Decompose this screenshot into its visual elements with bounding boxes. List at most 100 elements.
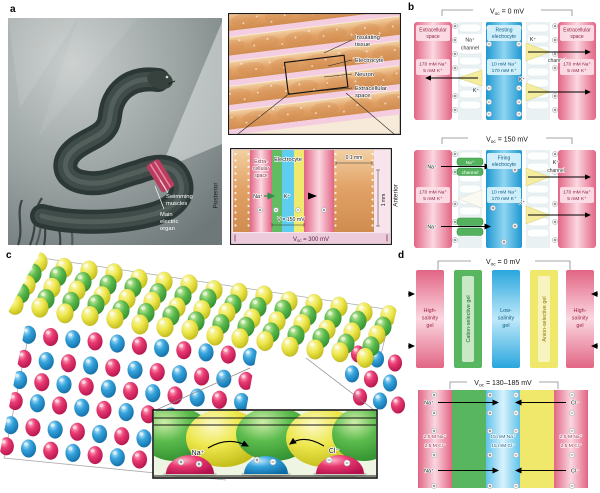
- gel-droplet: [356, 347, 374, 369]
- protein-blob: [526, 34, 550, 44]
- gel-droplet: [31, 297, 49, 318]
- gel-droplet: [25, 418, 41, 437]
- high-salinity-band: [554, 390, 588, 488]
- concentration-label: 170 mM Na⁺: [563, 62, 591, 68]
- electrocyte-layers: [229, 14, 400, 134]
- protein-blob: [526, 195, 550, 205]
- gel-droplet: [231, 327, 249, 349]
- svg-text:channel: channel: [461, 46, 479, 52]
- protein-blob: [526, 67, 550, 77]
- protein-blob: [526, 56, 550, 66]
- membrane-dot: [234, 185, 237, 188]
- na-channel-open: [456, 217, 484, 226]
- na-diffusion-arrow: [207, 440, 249, 449]
- gel-droplet: [51, 396, 68, 415]
- insulating-sheet: [229, 55, 400, 90]
- protein-blob: [458, 23, 482, 33]
- gel-droplet: [0, 437, 15, 456]
- panel-b-label: b: [408, 2, 415, 13]
- protein-blob: [458, 206, 482, 216]
- membrane-dot: [334, 159, 337, 162]
- svg-text:electrocyte: electrocyte: [492, 162, 516, 168]
- svg-text:salinity: salinity: [572, 316, 589, 322]
- eel: [30, 67, 194, 234]
- gel-droplet: [20, 325, 37, 345]
- concentration-label: 15 mM Na⁺: [490, 434, 516, 440]
- anion-selective-band: [520, 390, 554, 488]
- membrane-dot: [247, 198, 250, 201]
- gel-droplet: [114, 426, 130, 446]
- protein-blob: [526, 184, 550, 194]
- svg-text:cellular: cellular: [253, 166, 270, 172]
- svg-text:gel: gel: [576, 323, 583, 329]
- gel-droplet: [82, 356, 99, 375]
- membrane-dot: [334, 172, 337, 175]
- na-ion-label: Na⁺: [253, 194, 263, 200]
- selective-gel-sheet: [6, 252, 398, 369]
- svg-text:space: space: [570, 34, 584, 40]
- membrane-dot: [334, 178, 337, 182]
- electrocyte-layer: [229, 37, 400, 84]
- membrane-dot: [371, 152, 374, 156]
- gel-droplet: [382, 374, 398, 392]
- eel-head: [147, 70, 173, 90]
- membrane-dot: [234, 204, 237, 208]
- gel-droplet: [81, 305, 99, 327]
- cation-selective-label: Cation-selective gel: [466, 295, 472, 342]
- gel-droplet: [3, 415, 19, 435]
- high-salinity-band: [418, 390, 452, 488]
- voc-bar: [232, 233, 390, 243]
- high-salinity-bar: [416, 270, 444, 368]
- k-ion-label: K⁺: [284, 194, 291, 200]
- protein-blob: [526, 228, 550, 238]
- pointer-lines: [237, 39, 395, 135]
- neuron-label: Neuron: [355, 72, 374, 78]
- label-line: [159, 179, 169, 194]
- concentration-label: 2.5 M Na⁺: [560, 434, 583, 440]
- gel-droplet: [131, 450, 148, 469]
- svg-text:gel: gel: [426, 323, 433, 329]
- cation-selective-band: [452, 390, 486, 488]
- gel-droplet: [145, 383, 161, 403]
- hydrogel-arrays: Na⁺ Cl⁻: [0, 252, 406, 481]
- gel-droplet: [156, 316, 174, 338]
- gel-droplet: [216, 369, 232, 388]
- electrocyte-inset: Extra- cellular space Electrocyte Na⁺ K⁺…: [230, 148, 392, 245]
- gel-droplet: [16, 349, 32, 369]
- label-line: [154, 185, 165, 210]
- gel-droplet: [60, 354, 77, 373]
- membrane-dot: [247, 185, 250, 188]
- extracellular-space-label: Extracellular: [419, 28, 447, 34]
- membrane-dot: [371, 211, 374, 214]
- low-salinity-label: Low-: [500, 308, 512, 314]
- na-channel-open: [456, 157, 484, 166]
- gel-droplet: [56, 302, 74, 324]
- svg-text:salinity: salinity: [422, 316, 439, 322]
- membrane-dot: [371, 198, 374, 201]
- electrocyte-label: Electrocyte: [355, 58, 384, 64]
- na-ion-label: Na⁺: [192, 450, 205, 457]
- membrane-dot: [234, 224, 237, 227]
- gel-closeup: Na⁺ Cl⁻: [154, 411, 376, 477]
- gel-droplet: [344, 365, 360, 383]
- gel-droplet: [220, 345, 236, 364]
- insulating-sheet: [229, 104, 400, 134]
- gel-droplet: [20, 439, 37, 458]
- gel-droplet: [106, 308, 124, 329]
- green-gel-droplet: [332, 411, 376, 461]
- svg-text:5 mM K⁺: 5 mM K⁺: [423, 68, 443, 74]
- cell-voltage-label: V = 150 mV: [277, 217, 305, 223]
- svg-text:channel: channel: [462, 170, 479, 176]
- gel-droplet: [238, 371, 254, 391]
- gel-droplet: [122, 381, 139, 401]
- anterior-membrane-band: [294, 150, 304, 232]
- stacked-droplets: [344, 345, 406, 414]
- protein-blob: [458, 56, 482, 66]
- stacking-arrows: [408, 291, 598, 349]
- svg-text:K⁺: K⁺: [519, 77, 525, 83]
- gel-droplet: [56, 375, 72, 394]
- resting-voc-title: Voc = 0 mV: [490, 9, 524, 18]
- insulating-sheet: [229, 14, 400, 41]
- protein-blob: [526, 162, 550, 172]
